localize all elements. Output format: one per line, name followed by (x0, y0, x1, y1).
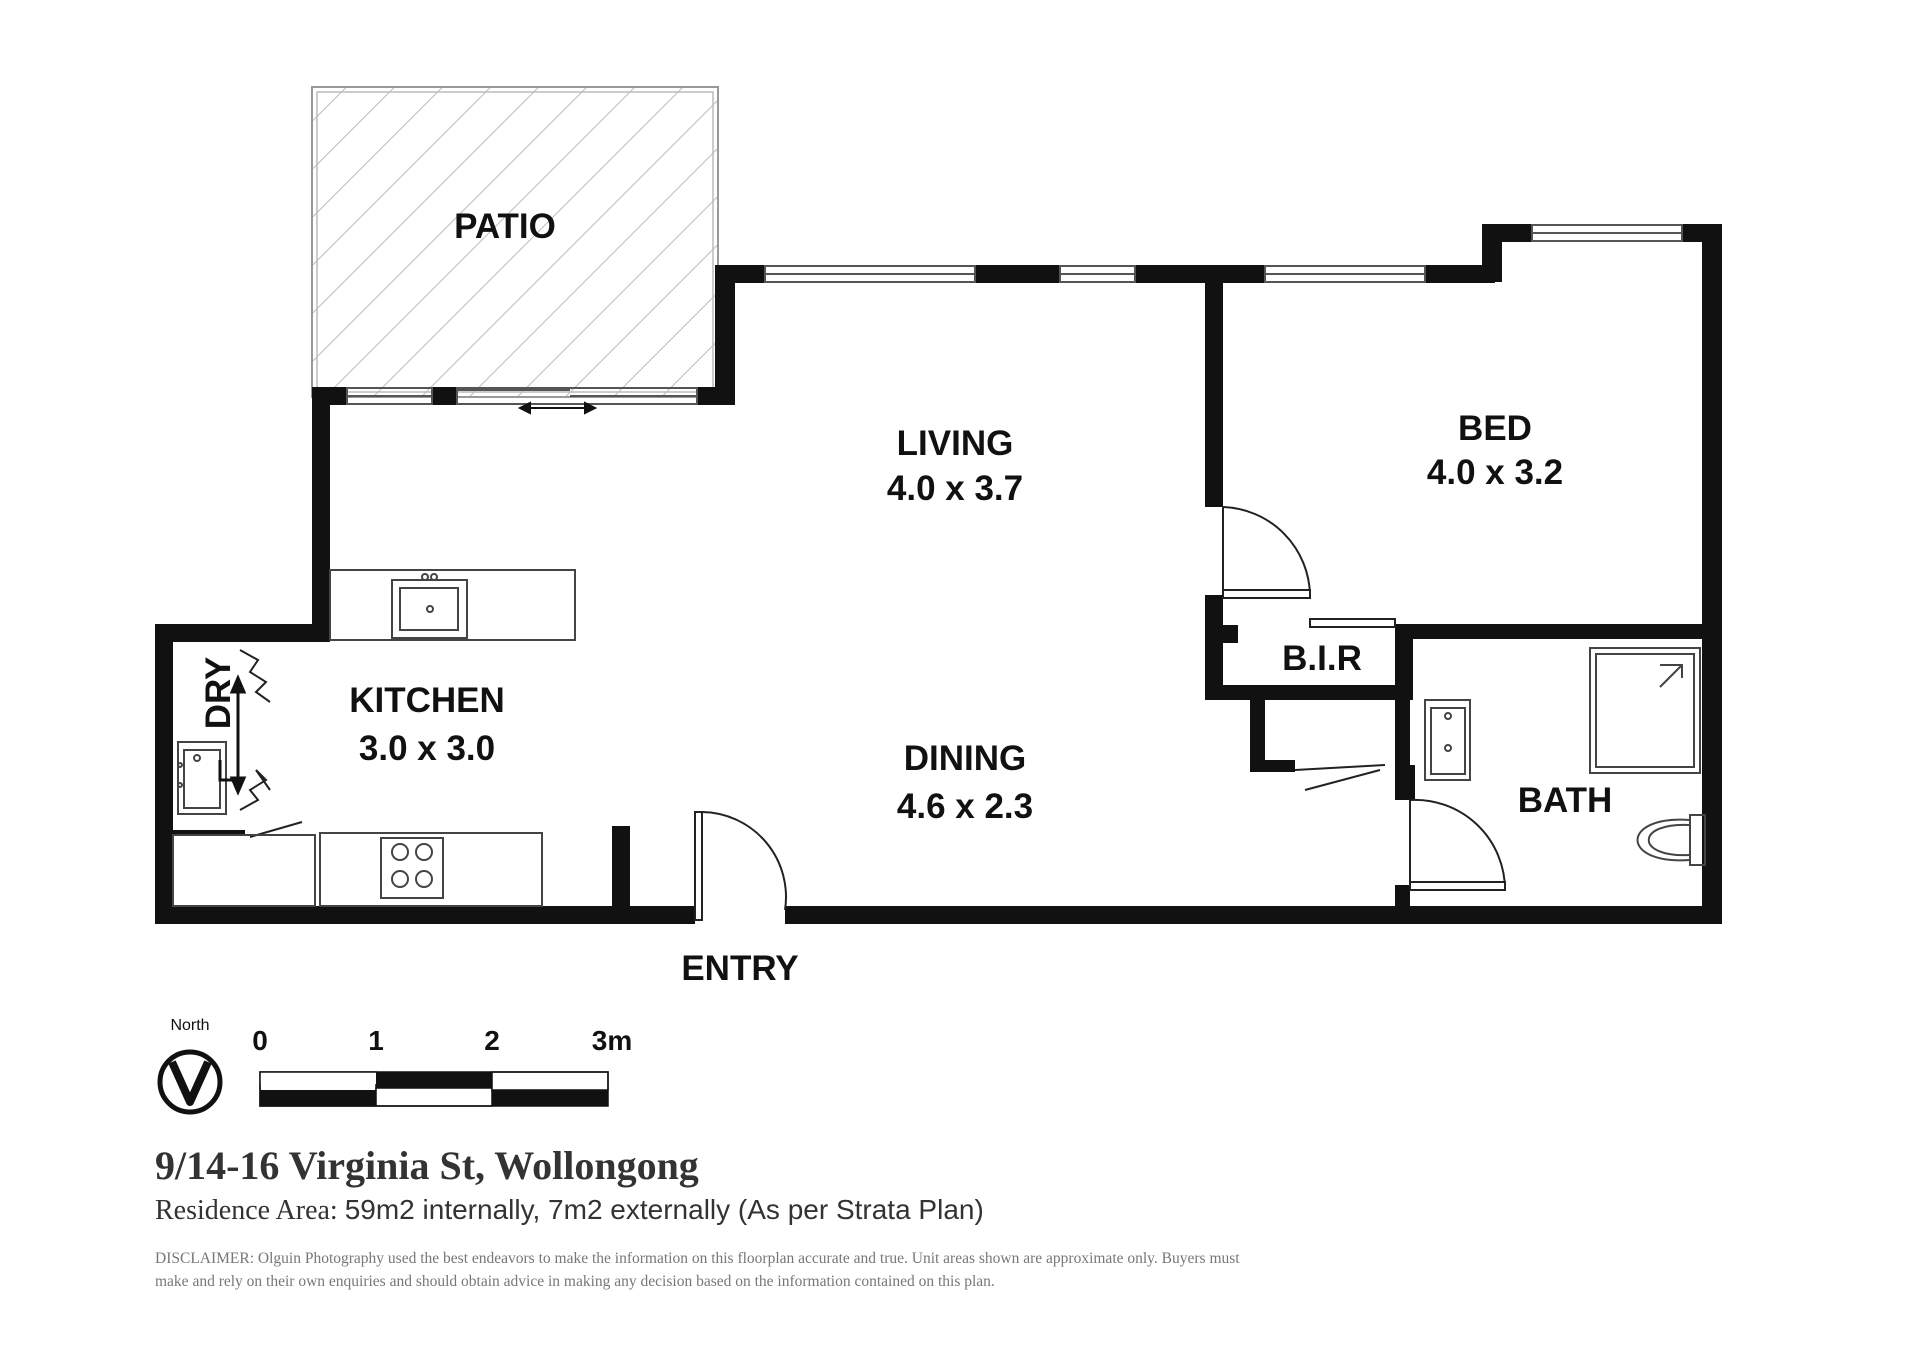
kitchen-label: KITCHEN (349, 681, 505, 720)
doors (239, 506, 1507, 921)
bed-label: BED (1458, 409, 1532, 448)
scale-bar (259, 1071, 609, 1107)
north-label: North (170, 1017, 209, 1034)
scale-tick-2: 2 (484, 1025, 500, 1056)
bed-dims: 4.0 x 3.2 (1427, 453, 1563, 492)
entry-label: ENTRY (681, 949, 798, 988)
bath-label: BATH (1518, 781, 1613, 820)
scale-tick-3: 3m (592, 1025, 632, 1056)
sliding-door-arrow-icon (517, 401, 598, 415)
residence-area-value: 59m2 internally, 7m2 externally (As per … (344, 1194, 984, 1225)
kitchen-benchtop (172, 569, 576, 907)
dry-label: DRY (199, 657, 238, 730)
bath-fixtures (1424, 647, 1706, 866)
kitchen-dims: 3.0 x 3.0 (359, 729, 495, 768)
property-address: 9/14-16 Virginia St, Wollongong (155, 1143, 699, 1188)
patio-label: PATIO (454, 207, 556, 246)
scale-tick-0: 0 (252, 1025, 268, 1056)
windows (346, 224, 1683, 405)
dining-dims: 4.6 x 2.3 (897, 787, 1033, 826)
walls (155, 224, 1722, 924)
scale-tick-1: 1 (368, 1025, 384, 1056)
disclaimer-text: DISCLAIMER: Olguin Photography used the … (155, 1250, 1240, 1290)
bir-label: B.I.R (1282, 639, 1362, 678)
living-label: LIVING (897, 424, 1014, 463)
dry-arrow-icon (218, 674, 247, 796)
patio-area (311, 86, 719, 398)
residence-area: Residence Area: 59m2 internally, 7m2 ext… (155, 1194, 984, 1227)
dining-label: DINING (904, 739, 1027, 778)
residence-area-label: Residence Area: (155, 1195, 338, 1226)
north-arrow-icon (157, 1049, 223, 1115)
living-dims: 4.0 x 3.7 (887, 469, 1023, 508)
